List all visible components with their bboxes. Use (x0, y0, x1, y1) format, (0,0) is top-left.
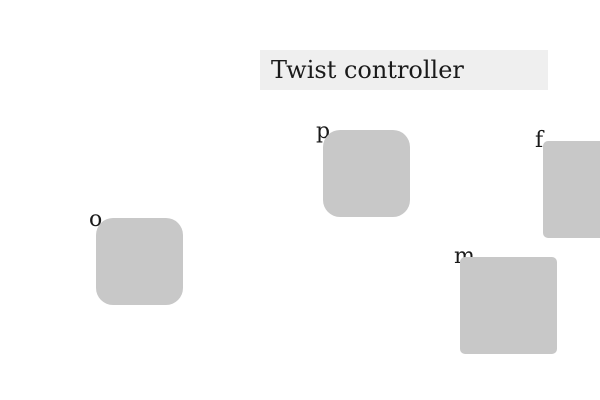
pad-m[interactable] (460, 257, 557, 354)
pad-f[interactable] (543, 141, 600, 238)
pad-o[interactable] (96, 218, 183, 305)
page-title: Twist controller (260, 50, 548, 90)
pad-label-f: f (535, 128, 544, 153)
pad-p[interactable] (323, 130, 410, 217)
